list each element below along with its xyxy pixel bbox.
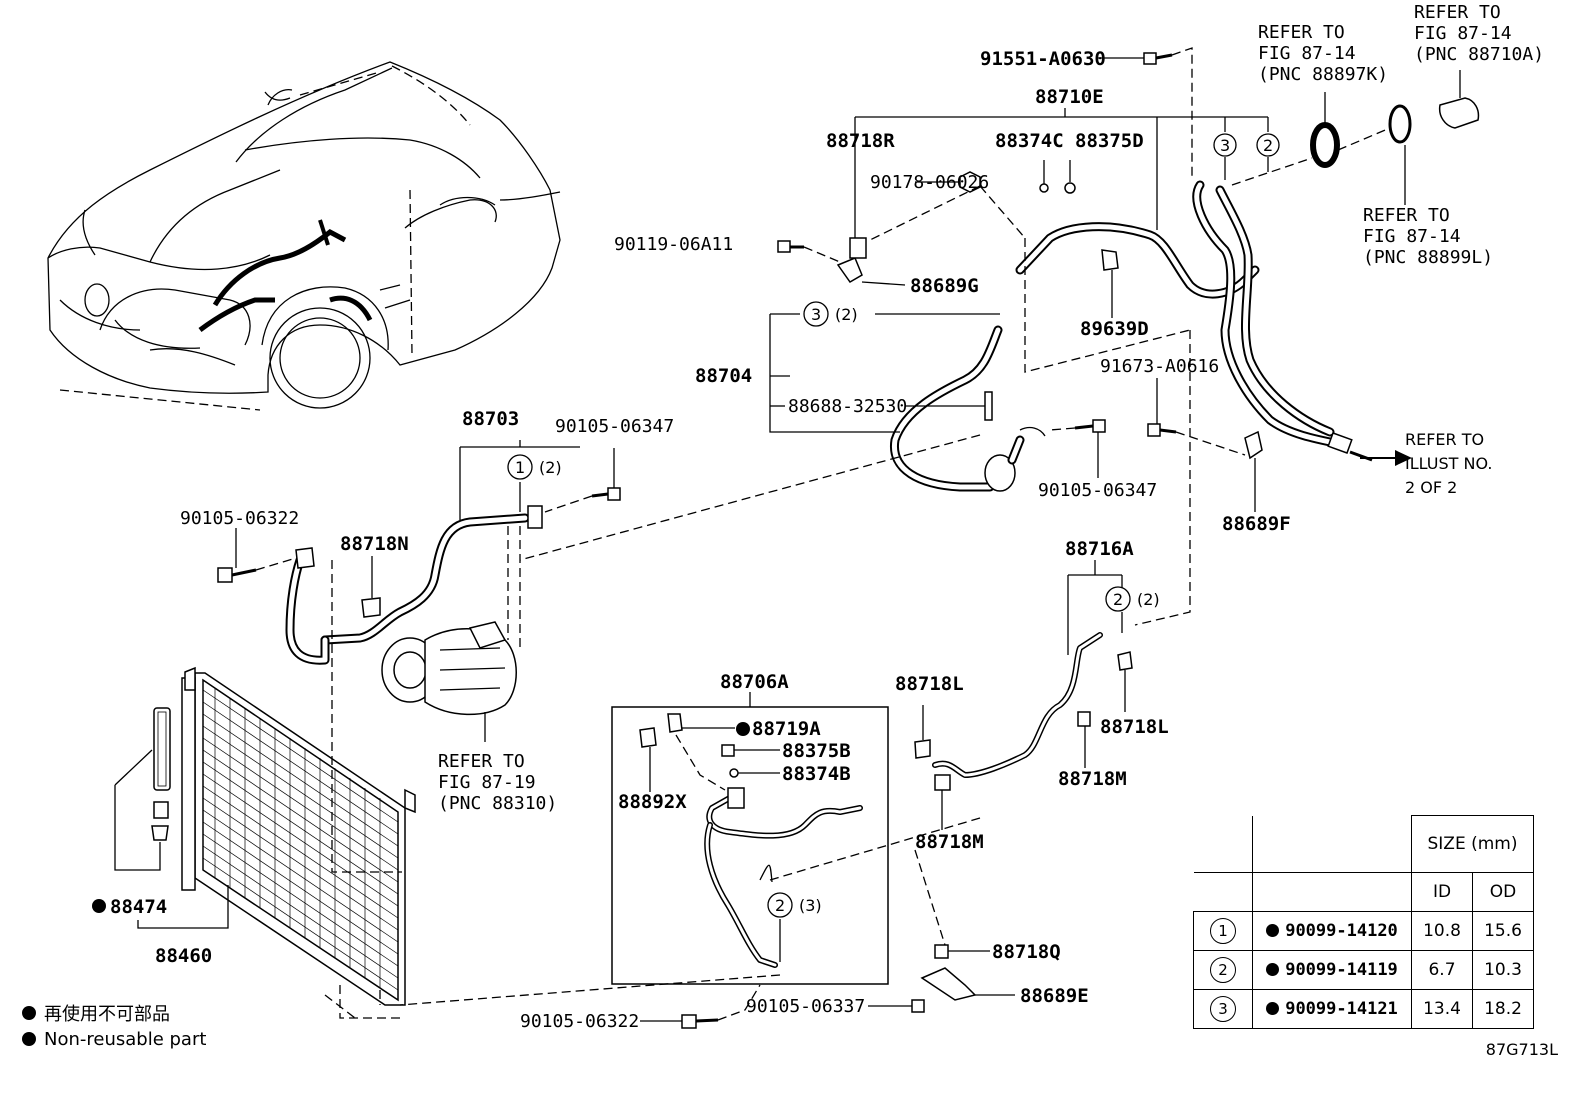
label-90105-06337: 90105-06337 (746, 996, 865, 1017)
oring-part-number: 90099-14119 (1266, 960, 1398, 980)
label-88718M-a: 88718M (1058, 768, 1127, 790)
svg-text:2: 2 (1263, 136, 1273, 155)
label-90105-06347-a: 90105-06347 (1038, 480, 1157, 501)
hose-assembly-88710E (777, 47, 1480, 512)
label-88706A: 88706A (720, 671, 789, 693)
vehicle-illustration (47, 61, 561, 411)
legend-row-jp: 再使用不可部品 (22, 1000, 206, 1026)
ring-callout-1-88703: 1 (2) (507, 454, 562, 480)
legend-text-jp: 再使用不可部品 (44, 1004, 170, 1025)
ring-number: 1 (1210, 918, 1236, 944)
non-reusable-dot-88719A (736, 722, 750, 736)
svg-text:1: 1 (515, 458, 525, 477)
label-88718N: 88718N (340, 533, 409, 555)
label-88689F: 88689F (1222, 513, 1291, 535)
label-88374C: 88374C (995, 130, 1064, 152)
label-88718L-a: 88718L (895, 673, 964, 695)
label-90105-06322-a: 90105-06322 (180, 508, 299, 529)
compressor (381, 621, 517, 742)
svg-text:(2): (2) (1137, 590, 1160, 609)
ring-number: 3 (1210, 996, 1236, 1022)
refer-88899L: REFER TO FIG 87-14 (PNC 88899L) (1363, 205, 1493, 268)
table-row: 2 90099-14119 6.7 10.3 (1193, 950, 1534, 990)
oring-od: 18.2 (1472, 989, 1534, 1029)
hose-88704 (519, 313, 1106, 561)
label-88719A: 88719A (752, 718, 821, 740)
oring-id: 6.7 (1411, 950, 1473, 990)
condenser (114, 560, 416, 1019)
ring-callout-2-top: 2 (1256, 133, 1280, 157)
svg-text:(3): (3) (799, 896, 822, 915)
svg-text:2: 2 (775, 896, 785, 915)
label-88375D: 88375D (1075, 130, 1144, 152)
label-88703: 88703 (462, 408, 519, 430)
table-row: 1 90099-14120 10.8 15.6 (1193, 911, 1534, 951)
part-labels: 91551-A0630 88710E 88718R 88374C 88375D … (92, 2, 1544, 1032)
oring-part-number: 90099-14121 (1266, 999, 1398, 1019)
tube-assembly-88706A (399, 692, 981, 1029)
legend-text-en: Non-reusable part (44, 1028, 207, 1050)
refer-88710A: REFER TO FIG 87-14 (PNC 88710A) (1414, 2, 1544, 65)
label-88716A: 88716A (1065, 538, 1134, 560)
ring-number: 2 (1210, 957, 1236, 983)
label-88460: 88460 (155, 945, 212, 967)
label-88718Q: 88718Q (992, 941, 1061, 963)
label-88704: 88704 (695, 365, 752, 387)
label-89639D: 89639D (1080, 318, 1149, 340)
size-table-title: SIZE (mm) (1411, 815, 1534, 873)
oring-od: 15.6 (1472, 911, 1534, 951)
svg-text:3: 3 (1220, 136, 1230, 155)
label-88710E: 88710E (1035, 86, 1104, 108)
svg-text:(2): (2) (835, 305, 858, 324)
svg-text:(2): (2) (539, 458, 562, 477)
refer-88897K: REFER TO FIG 87-14 (PNC 88897K) (1258, 22, 1388, 85)
legend-row-en: Non-reusable part (22, 1026, 206, 1052)
label-90105-06347-b: 90105-06347 (555, 416, 674, 437)
oring-part-number: 90099-14120 (1266, 921, 1398, 941)
svg-text:2: 2 (1113, 590, 1123, 609)
label-90178: 90178-06026 (870, 172, 989, 193)
hose-88703 (217, 440, 621, 665)
ring-callout-3-top: 3 (1213, 133, 1237, 157)
ring-callout-3-88704: 3 (2) (803, 301, 858, 327)
ring-callout-2-88716A: 2 (2) (1105, 586, 1160, 612)
label-88718L-b: 88718L (1100, 716, 1169, 738)
ring-callout-2-88706A: 2 (3) (767, 892, 822, 918)
label-90119: 90119-06A11 (614, 234, 733, 255)
size-table-col-id: ID (1411, 872, 1473, 912)
refer-illust: REFER TO ILLUST NO. 2 OF 2 (1405, 430, 1498, 497)
o-ring-size-table: SIZE (mm) ID OD 1 90099-14120 10.8 15.6 … (1193, 815, 1534, 1029)
figure-code: 87G713L (1485, 1040, 1558, 1059)
label-88718R: 88718R (826, 130, 895, 152)
oring-id: 10.8 (1411, 911, 1473, 951)
label-88689G: 88689G (910, 275, 979, 297)
non-reusable-dot-icon (22, 1032, 36, 1046)
table-row: 3 90099-14121 13.4 18.2 (1193, 989, 1534, 1029)
label-88892X: 88892X (618, 791, 687, 813)
label-91673: 91673-A0616 (1100, 356, 1219, 377)
non-reusable-dot-icon (22, 1006, 36, 1020)
svg-text:3: 3 (811, 305, 821, 324)
non-reusable-dot-88474 (92, 899, 106, 913)
label-91551: 91551-A0630 (980, 48, 1106, 70)
oring-id: 13.4 (1411, 989, 1473, 1029)
size-table-col-od: OD (1472, 872, 1534, 912)
label-90105-06322-b: 90105-06322 (520, 1011, 639, 1032)
label-88474: 88474 (110, 896, 167, 918)
tube-88716A (914, 330, 1191, 1001)
label-88718M-b: 88718M (915, 831, 984, 853)
oring-od: 10.3 (1472, 950, 1534, 990)
label-88375B: 88375B (782, 740, 851, 762)
label-88689E: 88689E (1020, 985, 1089, 1007)
label-88374B: 88374B (782, 763, 851, 785)
legend: 再使用不可部品 Non-reusable part (22, 1000, 206, 1052)
refer-88310: REFER TO FIG 87-19 (PNC 88310) (438, 751, 557, 814)
label-88688: 88688-32530 (788, 396, 907, 417)
